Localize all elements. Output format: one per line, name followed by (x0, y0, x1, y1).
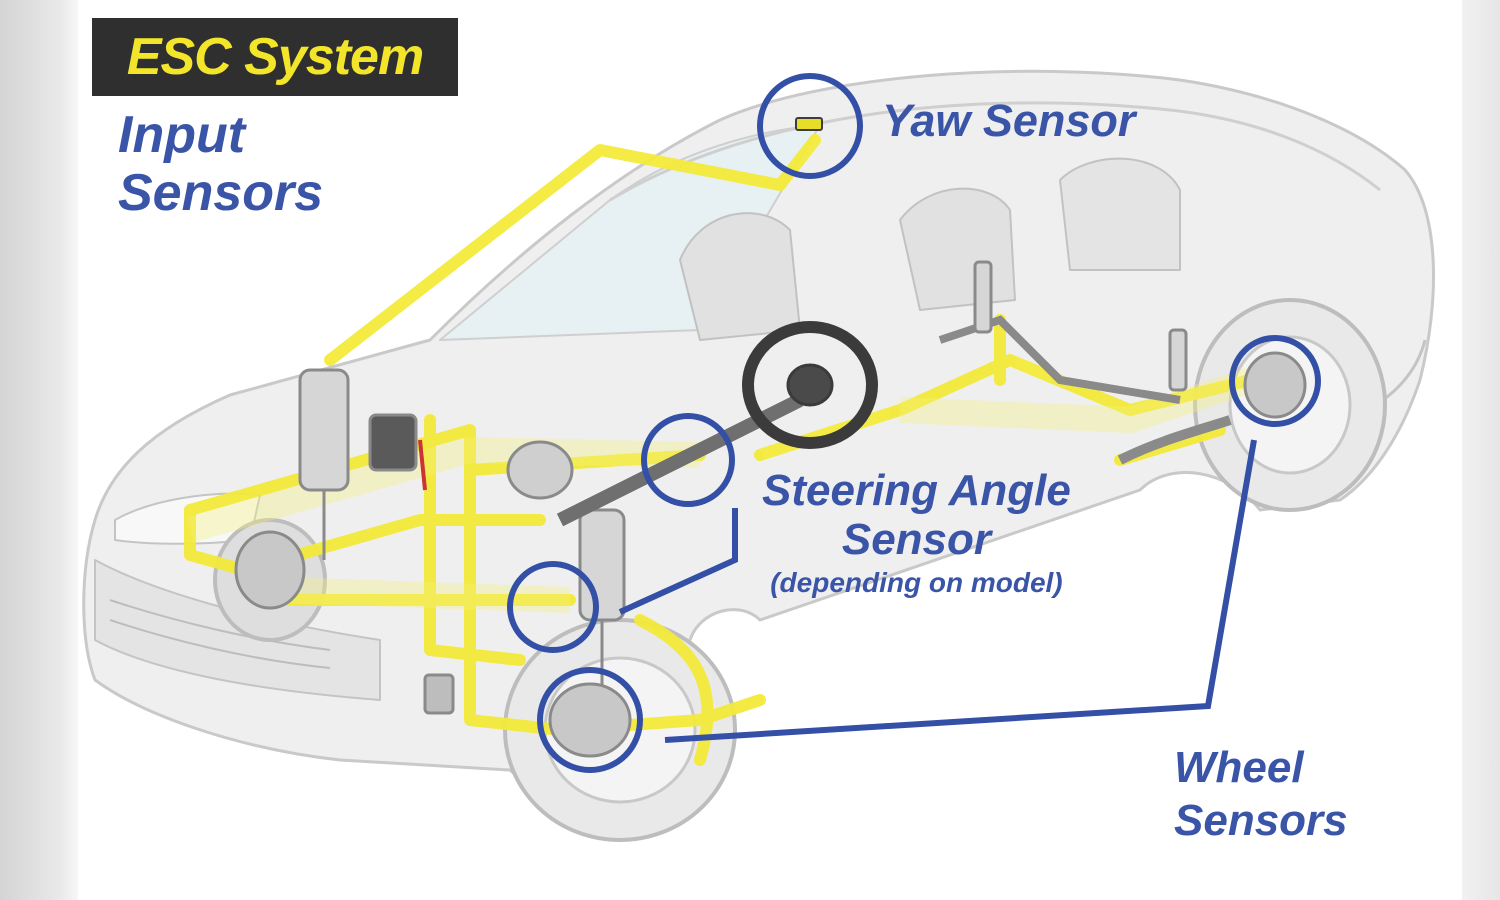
yaw-sensor-label: Yaw Sensor (882, 95, 1136, 146)
front-strut-right (578, 508, 626, 622)
front-axle-callout (507, 561, 599, 653)
steering-angle-callout (641, 413, 735, 507)
wheel-sensors-line-1: Wheel (1174, 743, 1304, 792)
front-strut-left (298, 368, 350, 492)
brake-booster (506, 440, 574, 500)
control-module (423, 673, 455, 715)
rear-brake-assembly (1243, 351, 1307, 419)
steering-note: (depending on model) (770, 566, 1063, 598)
steering-leader-line (618, 508, 738, 615)
rear-wheel-sensor-callout (1229, 335, 1321, 427)
input-sensors-line-2: Sensors (118, 164, 324, 223)
steering-line-1: Steering Angle (762, 466, 1071, 515)
wheel-sensors-line-2: Sensors (1174, 795, 1348, 845)
wheel-sensor-leader-line (664, 439, 1257, 743)
wheel-sensors-label: Wheel Sensors (1174, 742, 1348, 848)
left-brake-assembly (234, 530, 306, 610)
rear-axle (938, 315, 1181, 404)
wiring-harness-glow (186, 367, 1255, 613)
mechanical-components (234, 260, 1307, 758)
steering-line-2: Sensor (841, 515, 992, 565)
diagram-title: ESC System (126, 28, 424, 86)
steering-angle-sensor-label: Steering Angle Sensor (depending on mode… (762, 466, 1071, 598)
steering-wheel (742, 321, 878, 449)
callouts (507, 73, 1321, 773)
input-sensors-line-1: Input (118, 106, 246, 164)
front-brake-assembly (548, 682, 632, 758)
abs-unit (368, 413, 418, 472)
title-banner: ESC System (92, 18, 458, 96)
yaw-sensor-callout (757, 73, 863, 179)
input-sensors-label: Input Sensors (118, 106, 323, 222)
front-wheel-sensor-callout (537, 667, 643, 773)
